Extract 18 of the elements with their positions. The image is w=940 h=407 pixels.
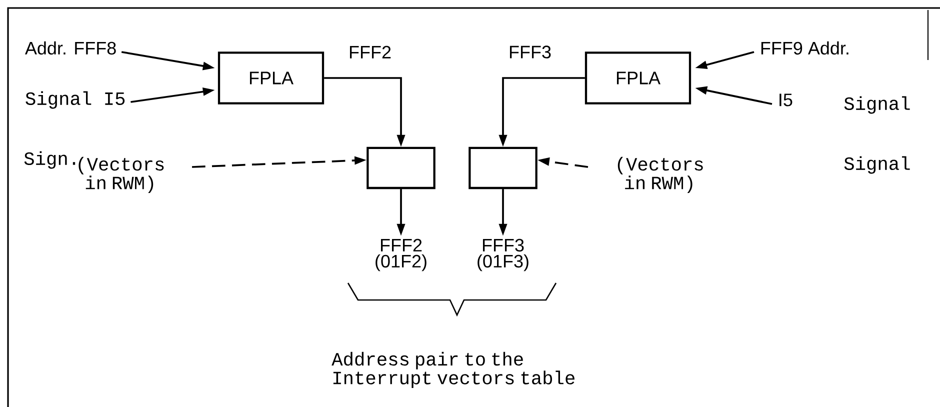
fpla-box: FPLA	[218, 52, 324, 104]
signal-label: Signal I5	[26, 91, 125, 109]
signal-label: FFF9 Addr.	[761, 41, 848, 55]
signal-label: (Vectors in RWM)	[618, 156, 703, 194]
register-box	[468, 146, 538, 190]
register-box	[366, 146, 436, 190]
edge-label: FFF3	[507, 44, 553, 60]
signal-label: I5	[780, 94, 792, 106]
annotation: Sign.	[24, 151, 76, 169]
fpla-box: FPLA	[584, 52, 692, 104]
signal-label: FFF2 (01F2)	[376, 238, 426, 272]
signal-label: Addr. FFF8	[25, 41, 116, 55]
signal-label: (Vectors in RWM)	[78, 156, 164, 194]
signal-label: FFF3 (01F3)	[478, 238, 528, 272]
annotation: Signal	[844, 96, 910, 114]
edge-label: FFF2	[347, 44, 393, 60]
annotation: Address pair to the Interrupt vectors table	[332, 352, 574, 388]
annotation: Signal	[844, 156, 910, 174]
